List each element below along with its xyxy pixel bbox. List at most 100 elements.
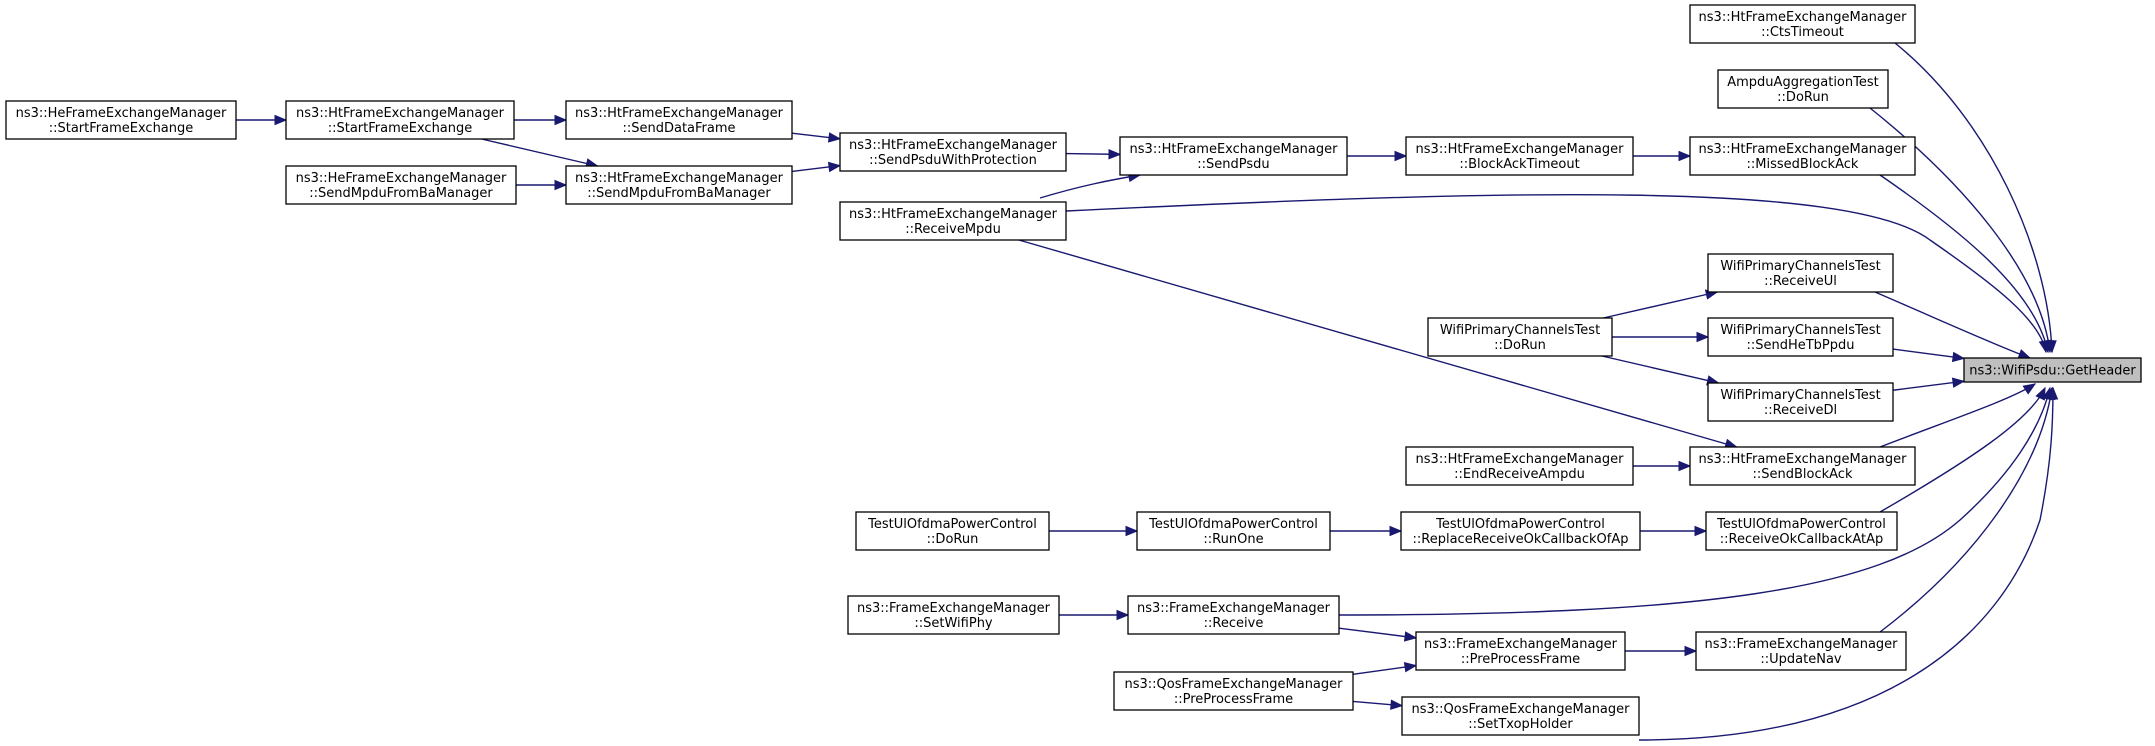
node-getheader[interactable]: ns3::WifiPsdu::GetHeader xyxy=(1963,357,2142,383)
node-label-line: ns3::HtFrameExchangeManager xyxy=(1416,452,1625,467)
node-label-line: AmpduAggregationTest xyxy=(1727,75,1878,90)
node-ampdutest[interactable]: AmpduAggregationTest::DoRun xyxy=(1717,69,1889,109)
arrowhead-icon xyxy=(554,114,568,126)
edge-sendpsduprot-to-sendpsdu xyxy=(1065,148,1122,160)
node-hesendmpdu[interactable]: ns3::HeFrameExchangeManager::SendMpduFro… xyxy=(285,165,517,205)
node-femupdatenav[interactable]: ns3::FrameExchangeManager::UpdateNav xyxy=(1695,631,1907,671)
arrowhead-icon xyxy=(2022,383,2037,395)
edge-receivempdu-to-sendblockack xyxy=(1018,239,1738,449)
node-sendpsduprot[interactable]: ns3::HtFrameExchangeManager::SendPsduWit… xyxy=(839,132,1067,172)
node-label-line: ::DoRun xyxy=(1494,338,1546,353)
node-label-line: ns3::HtFrameExchangeManager xyxy=(575,106,784,121)
edge-sendpsdu-to-batimeout xyxy=(1347,150,1408,162)
edge-hestart-to-htstart xyxy=(236,114,288,126)
edge-pcreceiveul-to-getheader xyxy=(1874,291,2032,359)
node-label-line: TestUlOfdmaPowerControl xyxy=(1148,517,1318,532)
node-senddata[interactable]: ns3::HtFrameExchangeManager::SendDataFra… xyxy=(565,100,793,140)
arrowhead-icon xyxy=(1951,377,1966,388)
node-box xyxy=(1695,631,1907,671)
node-pcdorun[interactable]: WifiPrimaryChannelsTest::DoRun xyxy=(1427,317,1613,357)
node-label-line: ::DoRun xyxy=(927,532,979,547)
arrowhead-icon xyxy=(1403,631,1418,642)
node-label-line: ns3::HtFrameExchangeManager xyxy=(1416,142,1625,157)
nodes-layer: ns3::WifiPsdu::GetHeaderns3::HtFrameExch… xyxy=(5,4,2142,736)
edge-sendblockack-to-getheader xyxy=(1879,383,2037,448)
edge-femreceive-to-fempreprocess xyxy=(1338,627,1418,642)
arrowhead-icon xyxy=(1389,525,1403,537)
node-sendpsdu[interactable]: ns3::HtFrameExchangeManager::SendPsdu xyxy=(1119,136,1348,176)
node-label-line: ::SendDataFrame xyxy=(622,121,735,136)
node-htstart[interactable]: ns3::HtFrameExchangeManager::StartFrameE… xyxy=(285,100,515,140)
node-qossettxop[interactable]: ns3::QosFrameExchangeManager::SetTxopHol… xyxy=(1401,696,1640,736)
node-box xyxy=(5,100,237,140)
edge-pcdorun-to-pcreceiveul xyxy=(1603,289,1719,319)
node-ulreplace[interactable]: TestUlOfdmaPowerControl::ReplaceReceiveO… xyxy=(1400,511,1641,551)
node-box xyxy=(1963,357,2142,383)
node-box xyxy=(1405,136,1634,176)
node-label-line: ::ReplaceReceiveOkCallbackOfAp xyxy=(1413,532,1629,547)
node-htsendmpdu[interactable]: ns3::HtFrameExchangeManager::SendMpduFro… xyxy=(565,165,793,205)
edge-qospreprocess-to-qossettxop xyxy=(1352,699,1404,710)
node-ulrunone[interactable]: TestUlOfdmaPowerControl::RunOne xyxy=(1136,511,1331,551)
node-label-line: ns3::FrameExchangeManager xyxy=(1704,637,1898,652)
node-pcreceivedl[interactable]: WifiPrimaryChannelsTest::ReceiveDl xyxy=(1707,382,1894,422)
node-hestart[interactable]: ns3::HeFrameExchangeManager::StartFrameE… xyxy=(5,100,237,140)
node-missedba[interactable]: ns3::HtFrameExchangeManager::MissedBlock… xyxy=(1689,136,1916,176)
node-label-line: ::ReceiveMpdu xyxy=(905,222,1001,237)
node-sendblockack[interactable]: ns3::HtFrameExchangeManager::SendBlockAc… xyxy=(1689,446,1916,486)
node-box xyxy=(1136,511,1331,551)
node-box xyxy=(1689,4,1916,44)
node-receivempdu[interactable]: ns3::HtFrameExchangeManager::ReceiveMpdu xyxy=(839,201,1067,241)
arrowhead-icon xyxy=(1678,460,1692,472)
node-box xyxy=(285,100,515,140)
node-box xyxy=(1705,511,1898,551)
edge-femupdatenav-to-getheader xyxy=(1879,386,2056,633)
node-box xyxy=(1113,671,1354,711)
node-label-line: ns3::HtFrameExchangeManager xyxy=(296,106,505,121)
node-box xyxy=(1707,382,1894,422)
node-uldorun[interactable]: TestUlOfdmaPowerControl::DoRun xyxy=(855,511,1050,551)
node-box xyxy=(839,201,1067,241)
arrowhead-icon xyxy=(274,114,288,126)
edge-uldorun-to-ulrunone xyxy=(1049,525,1139,537)
node-label-line: WifiPrimaryChannelsTest xyxy=(1720,323,1880,338)
node-ulreceiveok[interactable]: TestUlOfdmaPowerControl::ReceiveOkCallba… xyxy=(1705,511,1898,551)
node-box xyxy=(1119,136,1348,176)
arrowhead-icon xyxy=(1678,150,1692,162)
node-pcreceiveul[interactable]: WifiPrimaryChannelsTest::ReceiveUl xyxy=(1707,253,1894,293)
node-label-line: ::CtsTimeout xyxy=(1761,25,1844,40)
edge-htsendmpdu-to-sendpsduprot xyxy=(791,161,842,173)
node-femsetwifiphy[interactable]: ns3::FrameExchangeManager::SetWifiPhy xyxy=(847,595,1060,635)
node-label-line: WifiPrimaryChannelsTest xyxy=(1720,259,1880,274)
arrowhead-icon xyxy=(554,179,568,191)
node-label-line: WifiPrimaryChannelsTest xyxy=(1440,323,1600,338)
node-ctstimeout[interactable]: ns3::HtFrameExchangeManager::CtsTimeout xyxy=(1689,4,1916,44)
node-box xyxy=(855,511,1050,551)
node-label-line: ::RunOne xyxy=(1203,532,1263,547)
node-label-line: ns3::HtFrameExchangeManager xyxy=(1699,452,1908,467)
edge-femsetwifiphy-to-femreceive xyxy=(1059,609,1130,621)
node-endrecvampdu[interactable]: ns3::HtFrameExchangeManager::EndReceiveA… xyxy=(1405,446,1634,486)
node-box xyxy=(1707,253,1894,293)
arrowhead-icon xyxy=(1403,661,1418,673)
arrowhead-icon xyxy=(1108,148,1122,160)
edge-hesendmpdu-to-htsendmpdu xyxy=(516,179,568,191)
node-label-line: ns3::FrameExchangeManager xyxy=(1137,601,1331,616)
node-label-line: ns3::FrameExchangeManager xyxy=(857,601,1051,616)
node-pcsendhetb[interactable]: WifiPrimaryChannelsTest::SendHeTbPpdu xyxy=(1707,317,1894,357)
node-label-line: ::PreProcessFrame xyxy=(1461,652,1580,667)
node-label-line: ns3::HtFrameExchangeManager xyxy=(1130,142,1339,157)
node-box xyxy=(1127,595,1340,635)
edge-missedba-to-getheader xyxy=(1879,174,2051,354)
node-box xyxy=(1415,631,1626,671)
node-label-line: TestUlOfdmaPowerControl xyxy=(867,517,1037,532)
edge-qossettxop-to-getheader xyxy=(1638,386,2059,741)
node-label-line: ns3::QosFrameExchangeManager xyxy=(1411,702,1630,717)
node-fempreprocess[interactable]: ns3::FrameExchangeManager::PreProcessFra… xyxy=(1415,631,1626,671)
node-label-line: TestUlOfdmaPowerControl xyxy=(1435,517,1605,532)
node-batimeout[interactable]: ns3::HtFrameExchangeManager::BlockAckTim… xyxy=(1405,136,1634,176)
node-qospreprocess[interactable]: ns3::QosFrameExchangeManager::PreProcess… xyxy=(1113,671,1354,711)
arrowhead-icon xyxy=(2047,386,2059,400)
node-label-line: ::MissedBlockAck xyxy=(1747,157,1859,172)
node-femreceive[interactable]: ns3::FrameExchangeManager::Receive xyxy=(1127,595,1340,635)
